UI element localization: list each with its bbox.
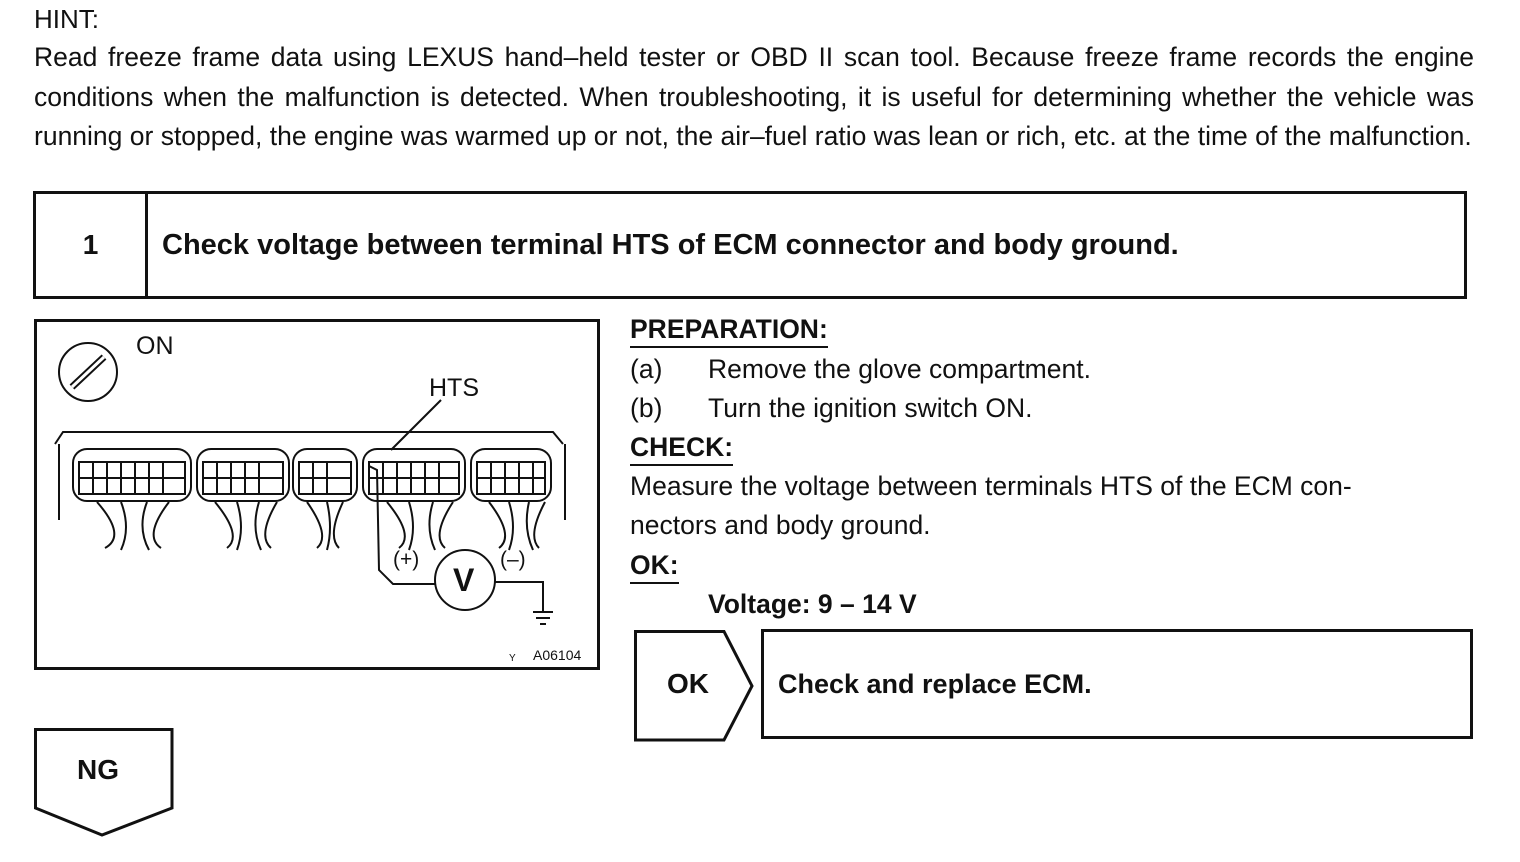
- ok-action-text: Check and replace ECM.: [778, 668, 1092, 699]
- check-text-line-2: nectors and body ground.: [630, 510, 931, 540]
- hint-text: Read freeze frame data using LEXUS hand–…: [34, 42, 1474, 151]
- ok-action-box: Check and replace ECM.: [761, 629, 1473, 739]
- ecm-housing: [54, 431, 564, 445]
- ignition-switch-icon: [58, 342, 118, 402]
- preparation-item-b: (b) Turn the ignition switch ON.: [630, 393, 1470, 429]
- plus-label: (+): [393, 548, 420, 571]
- item-letter: (b): [630, 393, 663, 423]
- ng-arrow-shape: [34, 728, 174, 837]
- item-text: Remove the glove compartment.: [708, 354, 1091, 384]
- connector-5: [470, 448, 552, 551]
- step-title: Check voltage between terminal HTS of EC…: [162, 228, 1179, 261]
- preparation-heading: PREPARATION:: [630, 314, 828, 348]
- negative-probe-lead: [495, 581, 544, 612]
- minus-label: (–): [500, 548, 526, 571]
- connector-3: [292, 448, 358, 551]
- check-heading: CHECK:: [630, 432, 734, 466]
- item-text: Turn the ignition switch ON.: [708, 393, 1033, 423]
- check-text-line-1: Measure the voltage between terminals HT…: [630, 471, 1352, 501]
- voltmeter-symbol: V: [453, 562, 475, 598]
- preparation-item-a: (a) Remove the glove compartment.: [630, 354, 1470, 390]
- connector-4: [362, 448, 466, 551]
- hint-label: HINT:: [34, 4, 99, 34]
- step-number: 1: [36, 194, 148, 296]
- ng-branch-flag: NG: [34, 728, 174, 843]
- hts-label: HTS: [429, 374, 479, 402]
- ok-arrow-shape: [634, 630, 754, 742]
- item-letter: (a): [630, 354, 663, 384]
- connector-1: [72, 448, 192, 551]
- ok-flag-label: OK: [667, 668, 709, 699]
- ok-branch-flag: OK: [634, 630, 756, 747]
- ok-voltage-spec: Voltage: 9 – 14 V: [708, 589, 917, 619]
- step-header: 1 Check voltage between terminal HTS of …: [33, 191, 1467, 299]
- ok-heading: OK:: [630, 550, 679, 584]
- figure-code: A06104: [533, 647, 582, 663]
- voltmeter-icon: [434, 549, 496, 611]
- ecm-connector-diagram: ON HTS (+) (–) V Y A06104: [34, 319, 600, 670]
- ignition-on-label: ON: [136, 332, 174, 360]
- ng-flag-label: NG: [77, 754, 119, 785]
- figure-code-prefix: Y: [509, 653, 516, 664]
- hts-leader-line: [390, 399, 442, 451]
- positive-probe-lead: [368, 465, 435, 585]
- connector-2: [196, 448, 290, 551]
- connector-drawing: [54, 342, 566, 625]
